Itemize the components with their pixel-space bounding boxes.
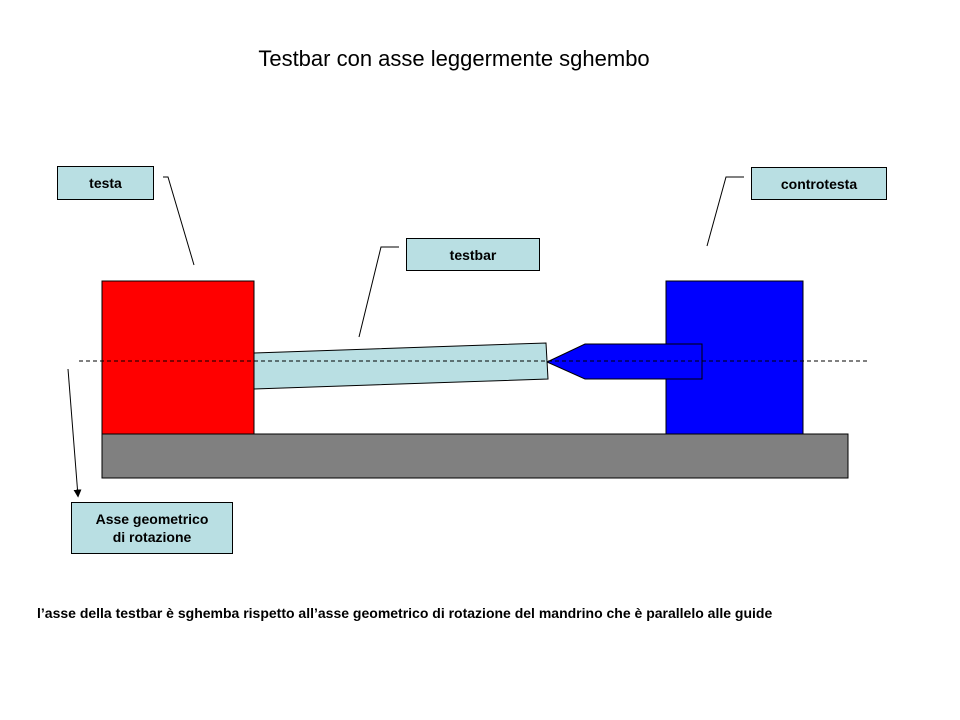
headstock-block: [101, 280, 255, 435]
leader-line-controtesta: [706, 176, 744, 247]
label-asse-line1: Asse geometrico: [95, 511, 209, 527]
machine-bed: [101, 433, 849, 479]
label-testbar-text: testbar: [449, 246, 497, 263]
label-testa-text: testa: [89, 175, 122, 191]
label-controtesta: controtesta: [751, 167, 887, 200]
slide-title: Testbar con asse leggermente sghembo: [258, 46, 650, 71]
testbar-shape: [253, 342, 549, 390]
label-testa: testa: [57, 166, 154, 200]
label-asse-line2: di rotazione: [112, 529, 192, 545]
label-testbar: testbar: [406, 238, 540, 271]
label-asse-geometrico: Asse geometrico di rotazione: [71, 502, 233, 554]
leader-arrow-asse: [67, 368, 82, 498]
leader-line-testa: [163, 176, 195, 266]
leader-line-testbar: [358, 246, 399, 338]
caption-text: l’asse della testbar è sghemba rispetto …: [37, 605, 773, 621]
label-controtesta-text: controtesta: [780, 175, 858, 192]
